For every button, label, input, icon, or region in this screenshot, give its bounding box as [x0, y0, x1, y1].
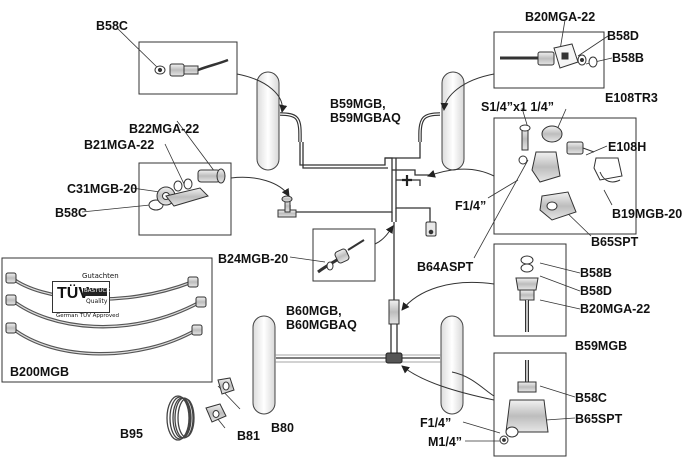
label-s1-4x1-1-4: S1/4”x1 1/4”	[481, 100, 554, 114]
rear-flex-hose	[388, 299, 400, 325]
rear-left-wheel	[252, 315, 276, 415]
part-b81-nut	[205, 403, 227, 423]
bastuck-badge	[83, 288, 107, 296]
label-b95: B95	[120, 427, 143, 441]
label-b200mgb: B200MGB	[10, 365, 70, 379]
label-e108tr3: E108TR3	[605, 91, 658, 105]
rear-right-wheel	[440, 315, 464, 415]
part-b95-pipe-coil	[166, 395, 195, 441]
german-tuv-approved-label: German TÜV Approved	[56, 313, 120, 319]
label-b81: B81	[237, 429, 260, 443]
label-m1-4: M1/4”	[428, 435, 463, 449]
inset-box-b200	[1, 257, 213, 383]
label-b58c-mid: B58C	[55, 206, 87, 220]
part-b80-nut	[217, 377, 235, 395]
label-b58c-rear: B58C	[575, 391, 607, 405]
gutachten-label: Gutachten	[82, 272, 119, 280]
part-adapters-group	[518, 124, 623, 221]
bastuck-label: BASTUCK	[84, 288, 110, 294]
label-b59mgb-front: B59MGB, B59MGBAQ	[330, 97, 401, 125]
label-b58b-top: B58B	[612, 51, 644, 65]
label-b58d-rear: B58D	[580, 284, 612, 298]
brake-servo-pedal	[277, 195, 297, 218]
label-f1-4-rear: F1/4”	[420, 416, 452, 430]
label-e108h: E108H	[608, 140, 647, 154]
quality-label: Quality	[86, 298, 108, 305]
part-b200-hose-ends	[5, 272, 207, 336]
part-b20mga-bracket-group	[500, 43, 598, 69]
label-b20mga-22-top: B20MGA-22	[525, 10, 596, 24]
pointer-curves	[230, 73, 495, 401]
label-b58c-top: B58C	[96, 19, 128, 33]
part-b58c-hose-end	[154, 58, 229, 77]
label-b20mga-22-rear: B20MGA-22	[580, 302, 651, 316]
brake-pipes	[276, 142, 440, 359]
label-b22mga-22: B22MGA-22	[129, 122, 200, 136]
label-c31mgb-20: C31MGB-20	[67, 182, 138, 196]
label-b65spt-mid: B65SPT	[591, 235, 639, 249]
front-junction	[402, 175, 412, 186]
brake-switch	[425, 221, 437, 237]
part-banjo-group	[148, 168, 226, 211]
label-f1-4-front: F1/4”	[455, 199, 487, 213]
label-b60mgb: B60MGB, B60MGBAQ	[286, 304, 357, 332]
label-b21mga-22: B21MGA-22	[84, 138, 155, 152]
tuv-mark: TÜV	[57, 285, 89, 302]
label-b19mgb-20: B19MGB-20	[612, 207, 683, 221]
rear-axle	[275, 354, 441, 363]
rear-t-piece	[385, 352, 403, 364]
label-b65spt-rear: B65SPT	[575, 412, 623, 426]
label-b80: B80	[271, 421, 294, 435]
part-b24mgb-hose	[317, 239, 365, 274]
label-b24mgb-20: B24MGB-20	[218, 252, 289, 266]
label-b64aspt: B64ASPT	[417, 260, 474, 274]
label-b58b-rear: B58B	[580, 266, 612, 280]
tuv-certification-badge: TÜV BASTUCK Quality	[52, 281, 110, 313]
label-b58d-top: B58D	[607, 29, 639, 43]
front-flex-hoses-inner	[279, 113, 441, 142]
part-rear-hose-top	[515, 255, 539, 332]
label-b59mgb-rear: B59MGB	[575, 339, 628, 353]
front-left-wheel	[256, 71, 280, 171]
part-rear-t-piece	[499, 360, 549, 445]
